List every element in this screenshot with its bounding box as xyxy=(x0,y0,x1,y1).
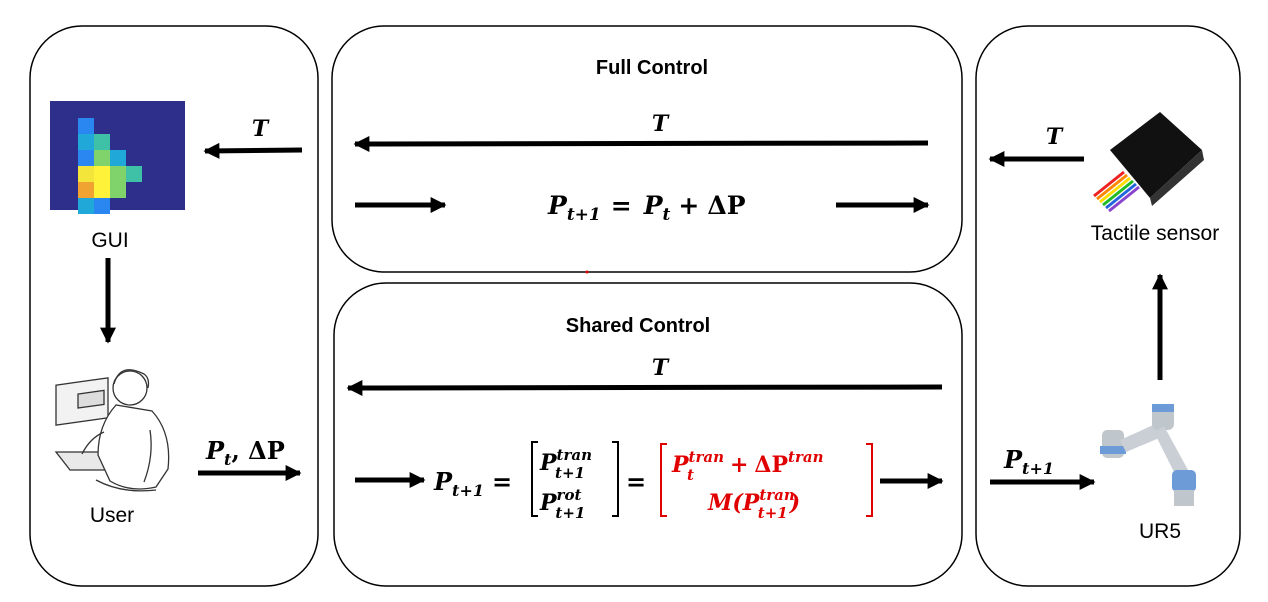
vector-right-bracket xyxy=(612,441,619,517)
heatmap-cell xyxy=(78,166,94,182)
shared-eq-lhs: Pt+1= xyxy=(433,467,512,500)
shared-control-feedback-arrow xyxy=(346,379,943,396)
shared-eq-second-equals: = xyxy=(626,467,646,496)
control-to-ur5-label: Pt+1 xyxy=(1003,445,1054,478)
red-vector-left-bracket xyxy=(660,443,667,517)
left-panel xyxy=(29,25,319,587)
t-to-gui-arrow xyxy=(203,142,303,159)
full-control-equation: Pt+1=Pt+ΔP xyxy=(547,191,746,225)
heatmap-cell xyxy=(110,166,126,182)
full-control-title: Full Control xyxy=(596,57,708,79)
heatmap-cell xyxy=(78,118,94,134)
heatmap-cell xyxy=(94,182,110,198)
ur5-robot-image xyxy=(1100,404,1196,506)
user-to-control-label: Pt, ΔP xyxy=(205,436,285,469)
heatmap-cell xyxy=(94,134,110,150)
heatmap-cell xyxy=(94,198,110,214)
user-illustration xyxy=(54,369,170,492)
gui-heatmap xyxy=(50,101,185,214)
right-panel xyxy=(975,25,1241,587)
full-control-feedback-arrow xyxy=(353,135,929,152)
t-to-gui-symbol: T xyxy=(252,116,270,142)
ur5-label: UR5 xyxy=(1139,520,1181,543)
sensor-to-control-symbol: T xyxy=(1046,124,1064,150)
vector-left-bracket xyxy=(531,441,538,517)
panel-gap-dot xyxy=(585,270,589,274)
gui-heatmap-cells xyxy=(78,118,142,214)
heatmap-cell xyxy=(94,150,110,166)
shared-control-title: Shared Control xyxy=(566,315,710,337)
heatmap-cell xyxy=(94,166,110,182)
heatmap-cell xyxy=(110,150,126,166)
tactile-sensor-image xyxy=(1093,112,1204,213)
red-vector-right-bracket xyxy=(866,443,873,517)
tactile-sensor-label: Tactile sensor xyxy=(1091,222,1219,245)
heatmap-cell xyxy=(126,166,142,182)
shared-control-feedback-symbol: T xyxy=(652,355,670,381)
heatmap-cell xyxy=(78,182,94,198)
gui-label: GUI xyxy=(91,229,128,252)
heatmap-cell xyxy=(78,134,94,150)
full-control-feedback-symbol: T xyxy=(652,111,670,137)
heatmap-cell xyxy=(110,182,126,198)
full-control-panel xyxy=(331,25,963,273)
shared-control-panel xyxy=(333,282,963,587)
heatmap-cell xyxy=(78,150,94,166)
user-label: User xyxy=(90,504,134,527)
heatmap-cell xyxy=(78,198,94,214)
